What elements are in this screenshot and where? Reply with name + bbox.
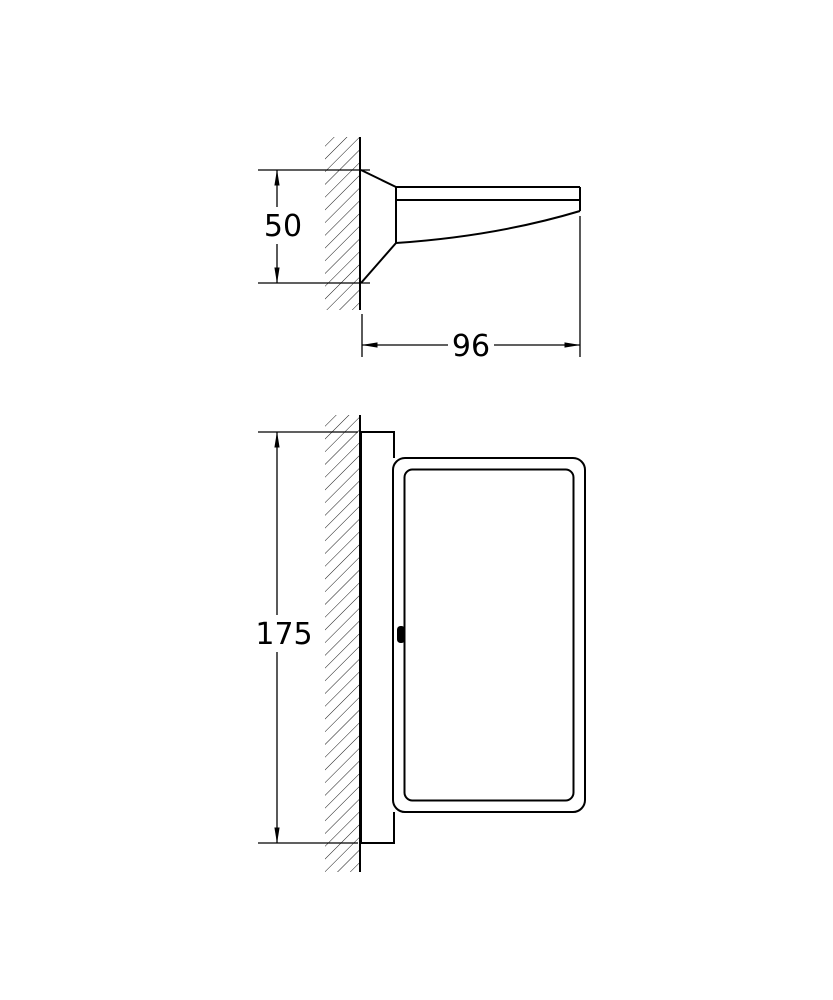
mounting-plate-outline [360, 431, 395, 844]
bracket-profile [360, 169, 581, 284]
label-background [252, 615, 316, 652]
mounting-slot [397, 626, 405, 643]
dimension-175: 175 [252, 431, 358, 844]
wall-hatch-top [325, 137, 360, 310]
dimension-96: 96 [361, 216, 581, 364]
label-background [448, 327, 494, 364]
dimension-label-96: 96 [452, 329, 490, 364]
dimension-label-50: 50 [264, 209, 302, 244]
label-background [261, 207, 305, 244]
dimension-label-175: 175 [255, 617, 312, 652]
wall-hatch-front [325, 415, 360, 872]
side-profile-view [325, 137, 581, 310]
holder-outer-outline [392, 457, 586, 813]
dimension-50: 50 [258, 169, 370, 284]
front-view [325, 415, 586, 872]
holder-inner-outline [403, 468, 575, 802]
